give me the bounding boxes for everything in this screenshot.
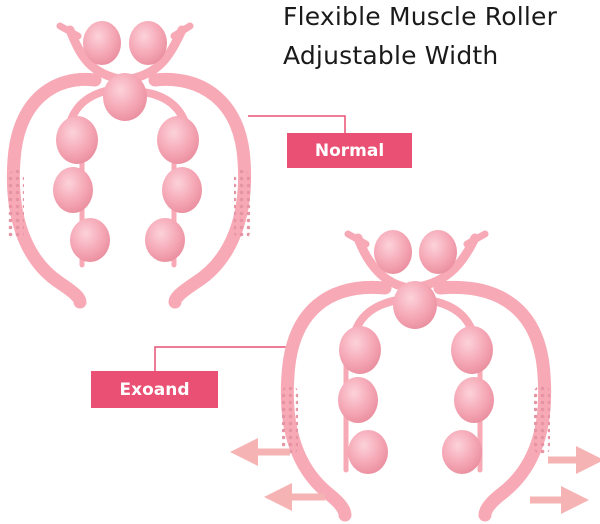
- expand-label: Exoand: [91, 371, 218, 408]
- grip-texture: [8, 170, 24, 240]
- grip-texture: [234, 170, 250, 240]
- grip-texture: [534, 385, 550, 455]
- title-line-2: Adjustable Width: [283, 41, 499, 70]
- expand-leader-line: [154, 346, 290, 371]
- title-line-1: Flexible Muscle Roller: [283, 2, 558, 31]
- roller-expanded: [280, 230, 552, 522]
- normal-label: Normal: [287, 133, 412, 168]
- roller-normal-beads: [53, 21, 202, 262]
- normal-leader-line: [248, 115, 346, 133]
- grip-texture: [282, 385, 298, 455]
- expand-arrows: [230, 438, 600, 514]
- roller-expanded-beads: [338, 230, 494, 474]
- roller-normal: [6, 22, 252, 309]
